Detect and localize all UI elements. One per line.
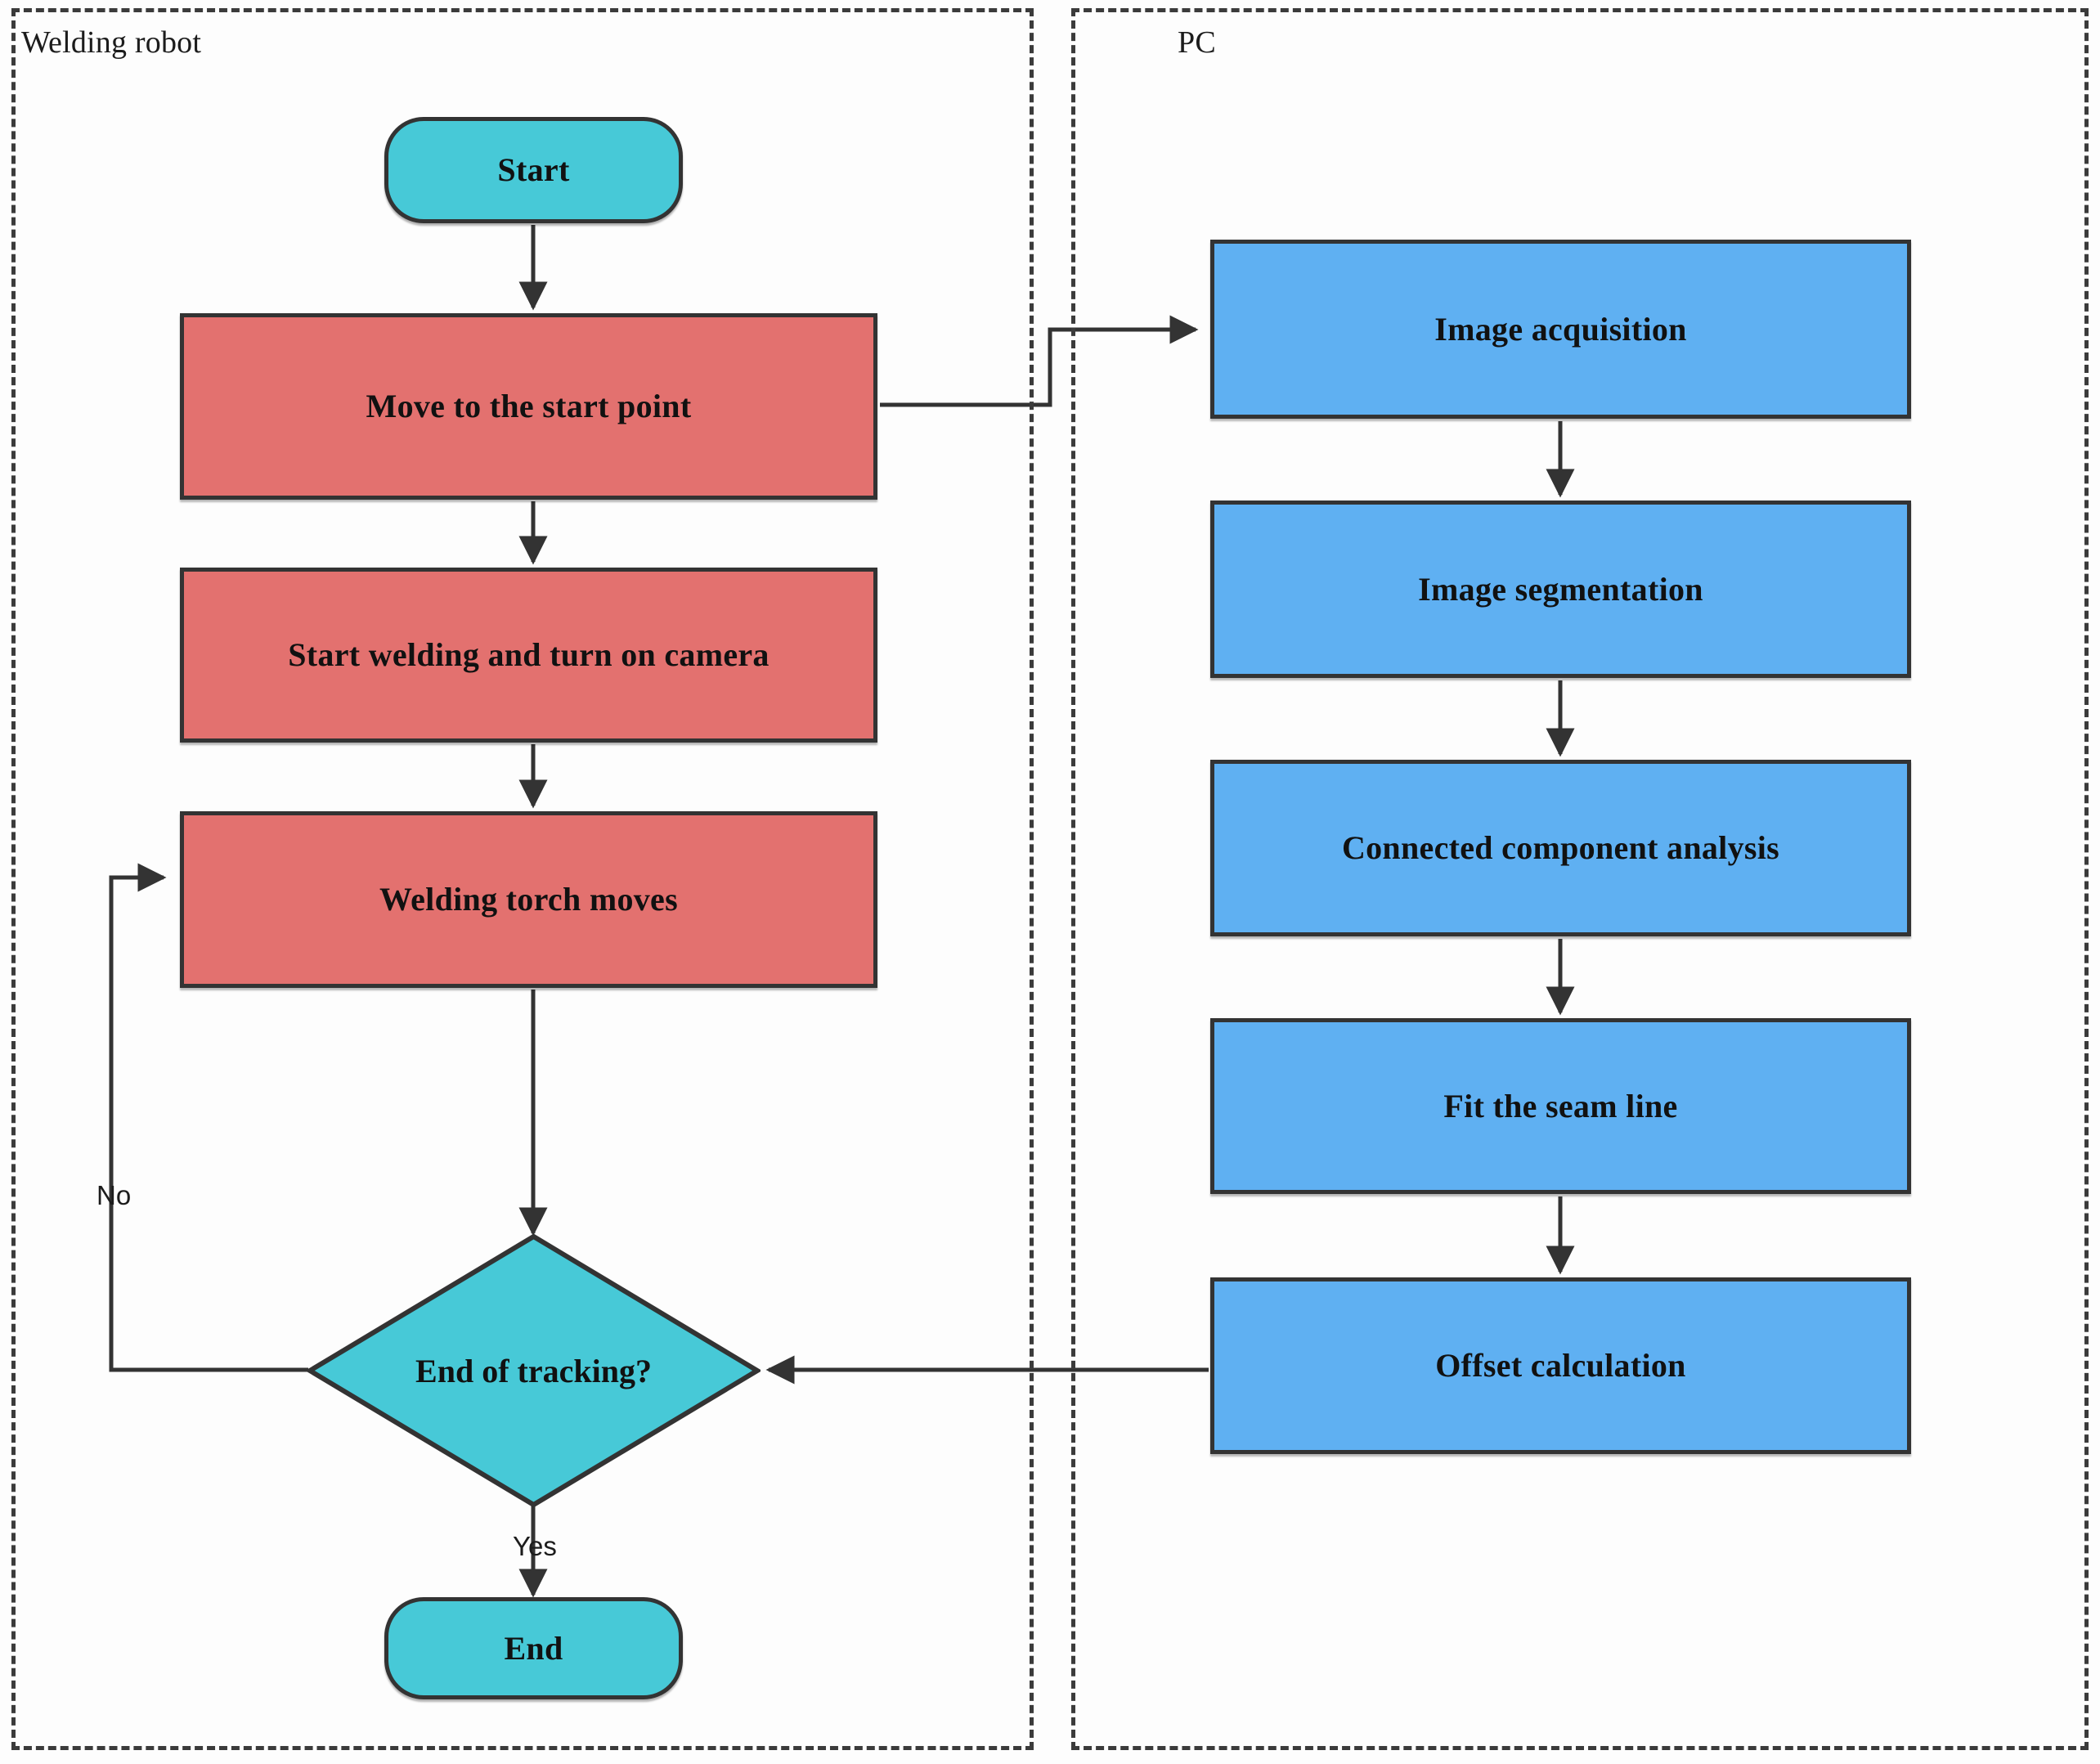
node-move-to-start-point[interactable]: Move to the start point (180, 313, 877, 500)
node-end-label: End (504, 1629, 563, 1667)
lane-label-welding-robot: Welding robot (21, 25, 202, 60)
node-offset-calculation-label: Offset calculation (1435, 1347, 1686, 1384)
node-fit-the-seam-line-label: Fit the seam line (1443, 1087, 1678, 1124)
lane-label-pc: PC (1178, 25, 1216, 60)
node-connected-component-analysis[interactable]: Connected component analysis (1210, 760, 1911, 936)
edge-label-no: No (96, 1180, 132, 1210)
node-image-acquisition[interactable]: Image acquisition (1210, 240, 1911, 419)
lane-panel-pc (1071, 8, 2089, 1750)
edge-decision-no-loop (109, 863, 308, 1372)
node-connected-component-analysis-label: Connected component analysis (1341, 829, 1780, 866)
edge-label-yes: Yes (513, 1531, 557, 1561)
node-welding-torch-moves-label: Welding torch moves (379, 881, 678, 918)
node-start-welding-turn-on-camera-label: Start welding and turn on camera (288, 636, 770, 673)
node-fit-the-seam-line[interactable]: Fit the seam line (1210, 1018, 1911, 1194)
edge-move-to-image-acquisition (880, 315, 1199, 407)
node-end[interactable]: End (384, 1597, 683, 1699)
node-start[interactable]: Start (384, 117, 683, 223)
node-welding-torch-moves[interactable]: Welding torch moves (180, 811, 877, 988)
node-image-segmentation[interactable]: Image segmentation (1210, 500, 1911, 678)
node-offset-calculation[interactable]: Offset calculation (1210, 1277, 1911, 1454)
node-start-label: Start (497, 151, 570, 188)
node-start-welding-turn-on-camera[interactable]: Start welding and turn on camera (180, 568, 877, 743)
node-end-of-tracking[interactable]: End of tracking? (307, 1233, 761, 1508)
node-move-to-start-point-label: Move to the start point (366, 388, 692, 424)
node-image-acquisition-label: Image acquisition (1434, 310, 1687, 348)
node-image-segmentation-label: Image segmentation (1418, 570, 1703, 608)
lane-panel-welding-robot (11, 8, 1034, 1750)
